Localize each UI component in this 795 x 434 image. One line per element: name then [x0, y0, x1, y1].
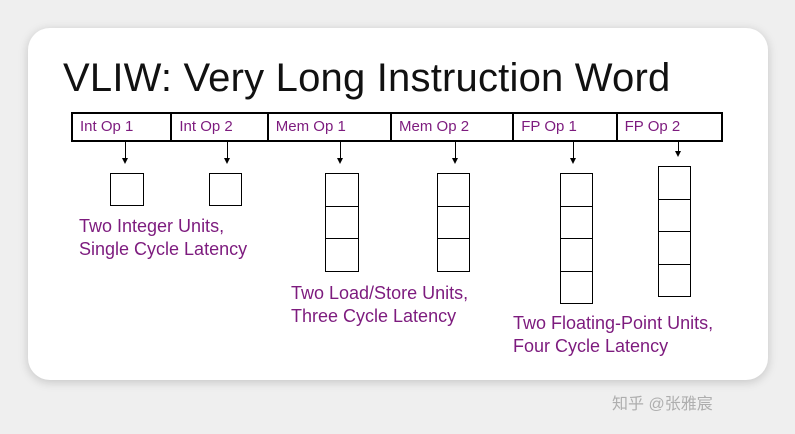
pipeline-stage-cell — [326, 239, 358, 271]
pipeline-stage-cell — [438, 239, 469, 271]
instruction-word: Int Op 1 Int Op 2 Mem Op 1 Mem Op 2 FP O… — [71, 112, 723, 142]
load-store-units-caption: Two Load/Store Units, Three Cycle Latenc… — [291, 282, 468, 328]
pipeline-stage-cell — [659, 167, 690, 200]
slot-mem-op-2: Mem Op 2 — [392, 114, 515, 140]
pipeline-stage-cell — [326, 207, 358, 240]
pipeline-stage-cell — [210, 174, 241, 205]
pipeline-stage-cell — [438, 207, 469, 240]
floating-point-unit-1 — [560, 173, 593, 304]
caption-line: Two Floating-Point Units, — [513, 313, 714, 333]
slide-title: VLIW: Very Long Instruction Word — [63, 56, 671, 100]
integer-unit-2 — [209, 173, 242, 206]
pipeline-stage-cell — [438, 174, 469, 207]
pipeline-stage-cell — [659, 265, 690, 297]
slot-fp-op-1: FP Op 1 — [514, 114, 618, 140]
slot-int-op-2: Int Op 2 — [172, 114, 269, 140]
slot-int-op-1: Int Op 1 — [73, 114, 173, 140]
slot-fp-op-2: FP Op 2 — [624, 118, 681, 135]
load-store-unit-1 — [325, 173, 359, 272]
floating-point-unit-2 — [658, 166, 691, 297]
pipeline-stage-cell — [111, 174, 143, 205]
caption-line: Two Integer Units, — [79, 216, 225, 236]
pipeline-stage-cell — [561, 174, 592, 207]
pipeline-stage-cell — [659, 200, 690, 232]
integer-units-caption: Two Integer Units, Single Cycle Latency — [79, 215, 247, 261]
pipeline-stage-cell — [326, 174, 358, 207]
watermark: 知乎 @张雅宸 — [612, 396, 713, 413]
load-store-unit-2 — [437, 173, 470, 272]
pipeline-stage-cell — [659, 232, 690, 265]
floating-point-units-caption: Two Floating-Point Units, Four Cycle Lat… — [513, 312, 713, 358]
caption-line: Four Cycle Latency — [513, 336, 669, 356]
slide-card — [28, 28, 768, 380]
caption-line: Two Load/Store Units, — [291, 283, 469, 303]
pipeline-stage-cell — [561, 207, 592, 239]
caption-line: Single Cycle Latency — [79, 239, 248, 259]
pipeline-stage-cell — [561, 239, 592, 272]
slot-mem-op-1: Mem Op 1 — [269, 114, 393, 140]
pipeline-stage-cell — [561, 272, 592, 304]
caption-line: Three Cycle Latency — [291, 306, 457, 326]
integer-unit-1 — [110, 173, 144, 206]
